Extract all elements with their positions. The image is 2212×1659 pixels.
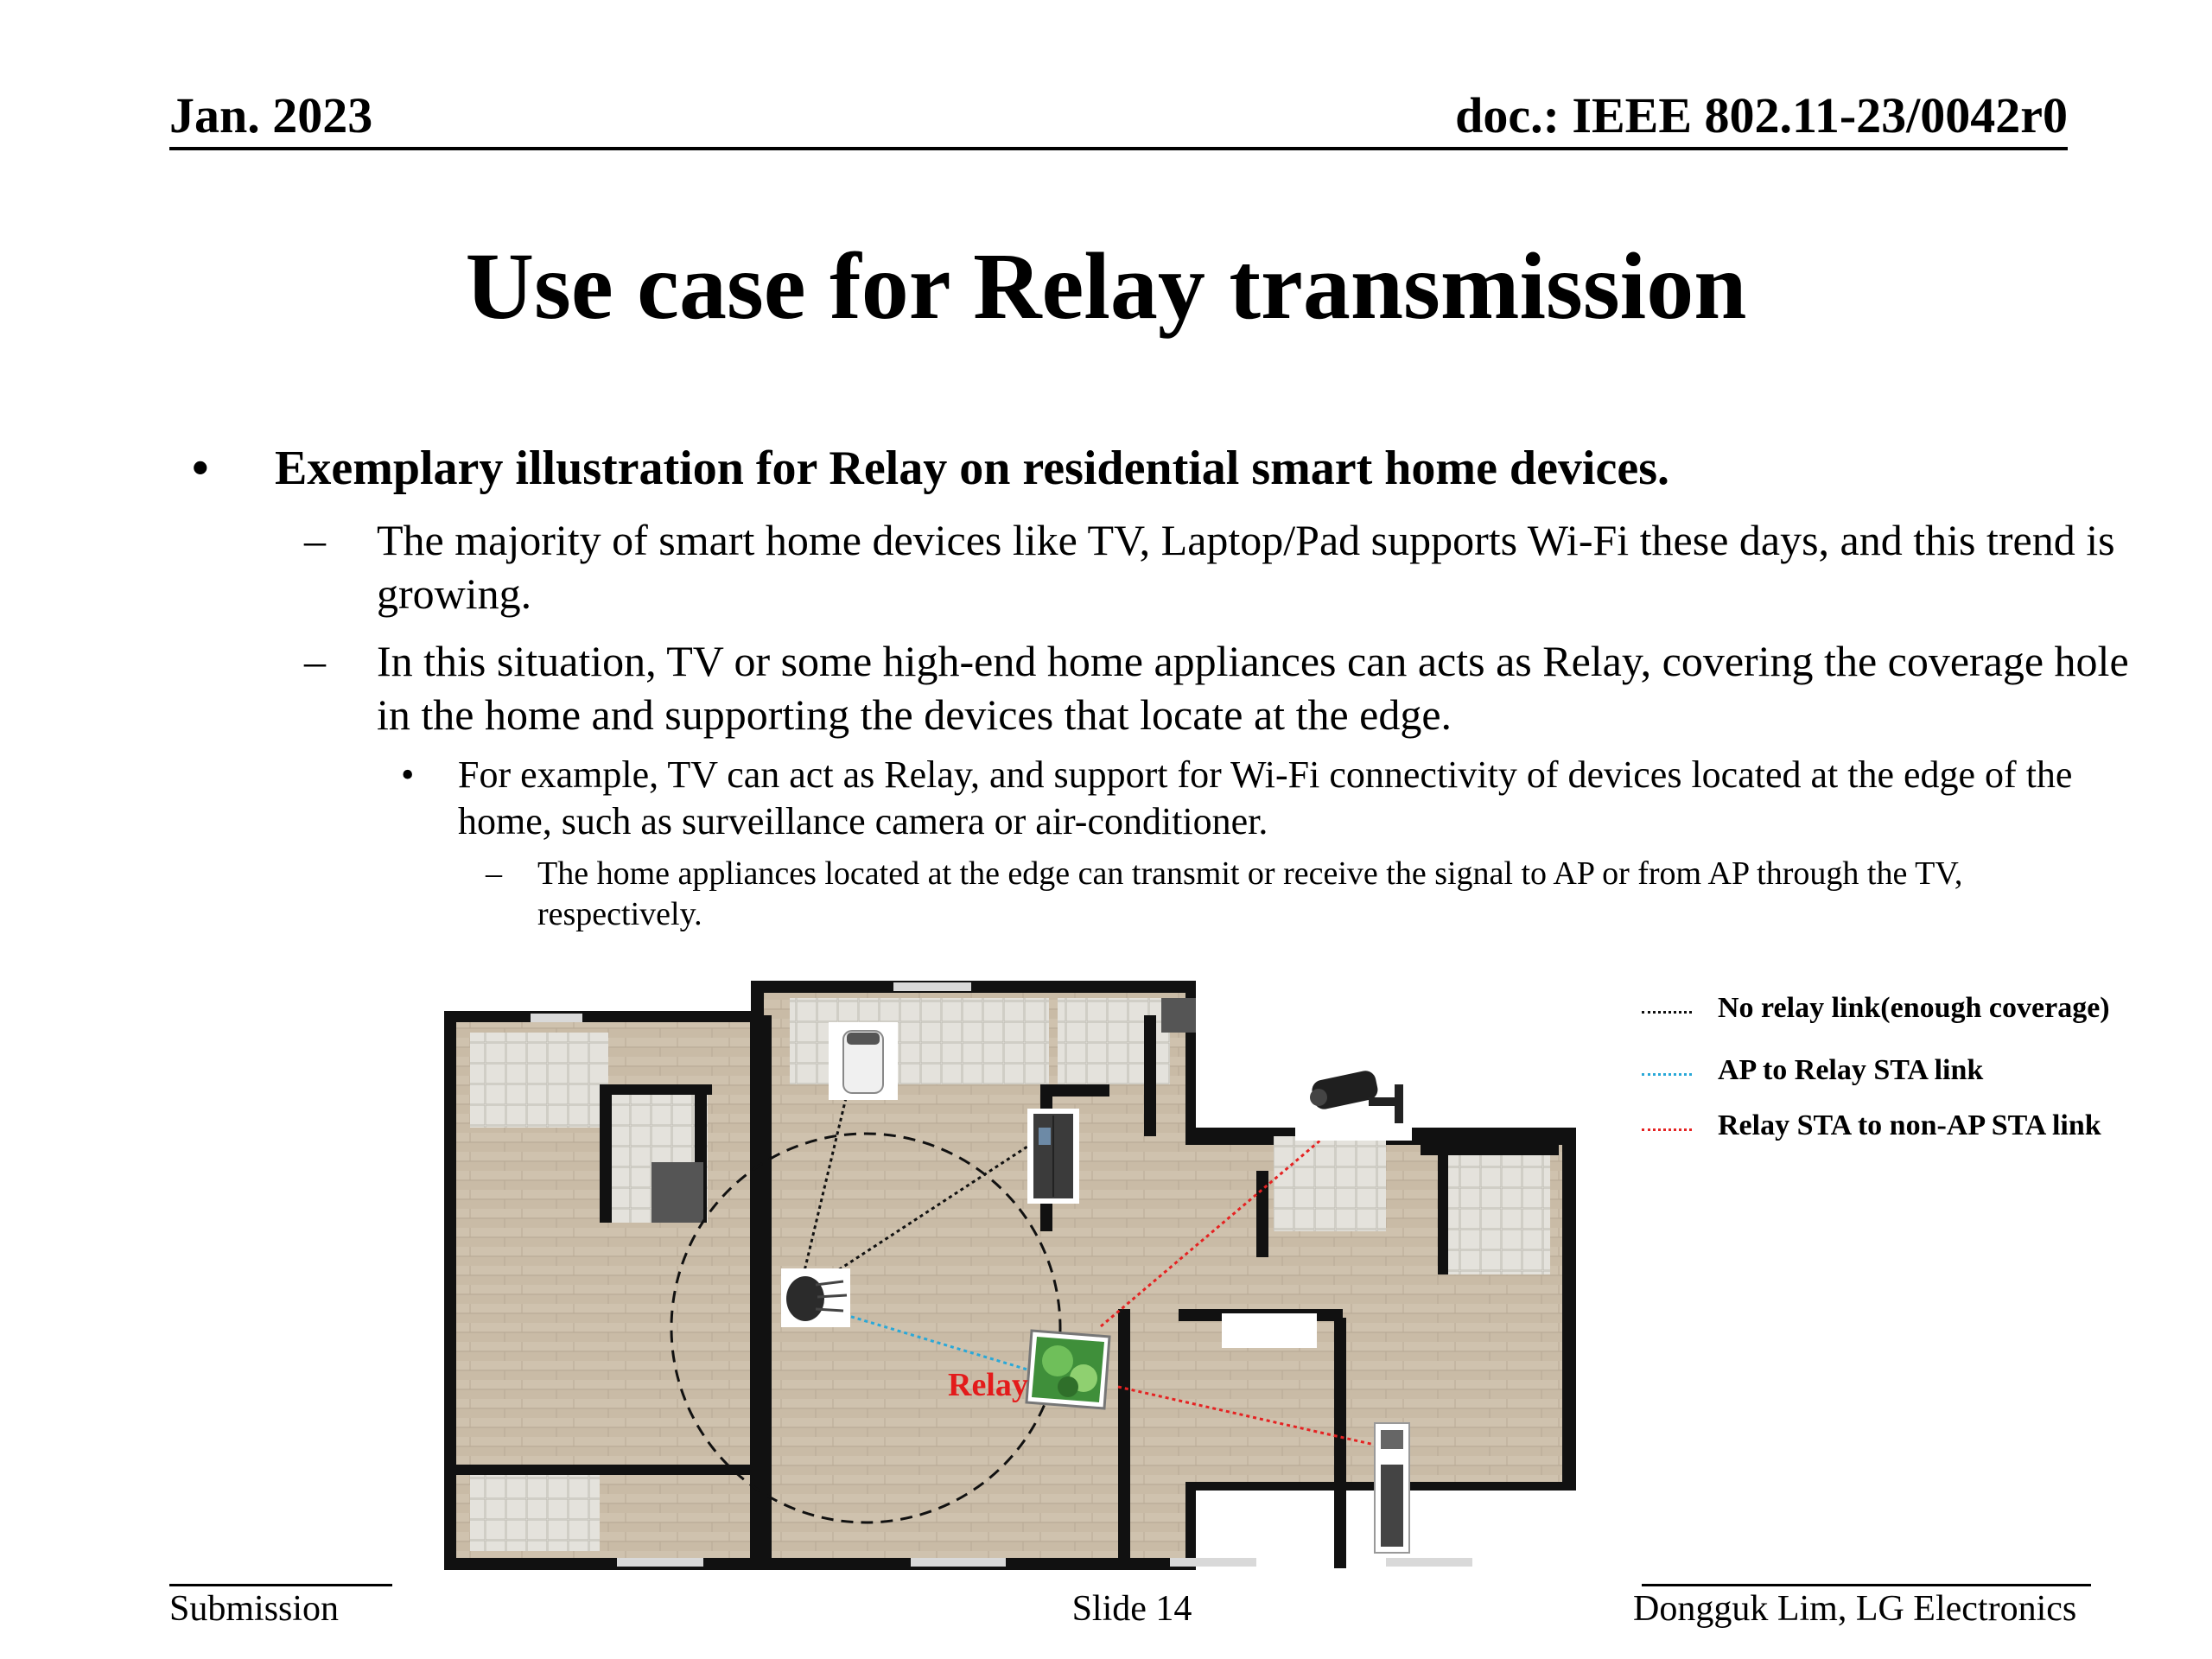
footer-rule-left bbox=[169, 1584, 392, 1586]
bullet-text: For example, TV can act as Relay, and su… bbox=[458, 753, 2073, 842]
bullet-text: In this situation, TV or some high-end h… bbox=[377, 637, 2129, 739]
header-rule bbox=[169, 147, 2068, 150]
legend-swatch-red bbox=[1642, 1128, 1692, 1131]
windows bbox=[531, 982, 1472, 1567]
bullet-marker: – bbox=[304, 637, 326, 685]
footer-slide-number: Slide 14 bbox=[1071, 1589, 1192, 1629]
coverage-circle bbox=[670, 1132, 1062, 1524]
relay-to-camera-link bbox=[1100, 1109, 1357, 1328]
bullet-marker: – bbox=[486, 855, 502, 892]
bullet-text: The majority of smart home devices like … bbox=[377, 516, 2115, 618]
slide-title: Use case for Relay transmission bbox=[465, 233, 1747, 339]
ap-router-icon bbox=[781, 1268, 850, 1327]
footer-rule-right bbox=[1642, 1584, 2091, 1586]
relay-label: Relay bbox=[948, 1367, 1028, 1403]
bullet-marker: – bbox=[304, 516, 326, 564]
air-conditioner-icon bbox=[1374, 1422, 1410, 1554]
no-relay-link-fridge bbox=[798, 1143, 1031, 1298]
footer-author: Dongguk Lim, LG Electronics bbox=[1633, 1589, 2077, 1629]
bullet-text: Exemplary illustration for Relay on resi… bbox=[275, 442, 1669, 495]
cabinet bbox=[1222, 1313, 1317, 1348]
legend-swatch-blue bbox=[1642, 1073, 1692, 1076]
tiled-rooms bbox=[470, 998, 1550, 1551]
bullet-marker: • bbox=[401, 753, 415, 796]
refrigerator-icon bbox=[1027, 1109, 1079, 1204]
header-doc-id: doc.: IEEE 802.11-23/0042r0 bbox=[1455, 87, 2068, 143]
surveillance-camera-icon bbox=[1295, 1063, 1412, 1141]
bullet-marker: • bbox=[192, 442, 209, 495]
tv-relay-icon bbox=[1025, 1329, 1111, 1410]
relay-to-aircon-link bbox=[1117, 1385, 1387, 1449]
air-purifier-icon bbox=[829, 1022, 898, 1100]
interior-walls bbox=[456, 998, 1559, 1568]
header-date: Jan. 2023 bbox=[169, 87, 373, 143]
bullet-text: The home appliances located at the edge … bbox=[537, 855, 1963, 932]
footer-submission: Submission bbox=[169, 1589, 340, 1629]
legend-label: No relay link(enough coverage) bbox=[1718, 992, 2110, 1024]
legend-swatch-black bbox=[1642, 1011, 1692, 1014]
legend-label: AP to Relay STA link bbox=[1718, 1054, 1984, 1086]
floorplan-illustration: Relay bbox=[444, 981, 1576, 1570]
legend-label: Relay STA to non-AP STA link bbox=[1718, 1109, 2101, 1141]
no-relay-link-purifier bbox=[797, 1079, 852, 1297]
